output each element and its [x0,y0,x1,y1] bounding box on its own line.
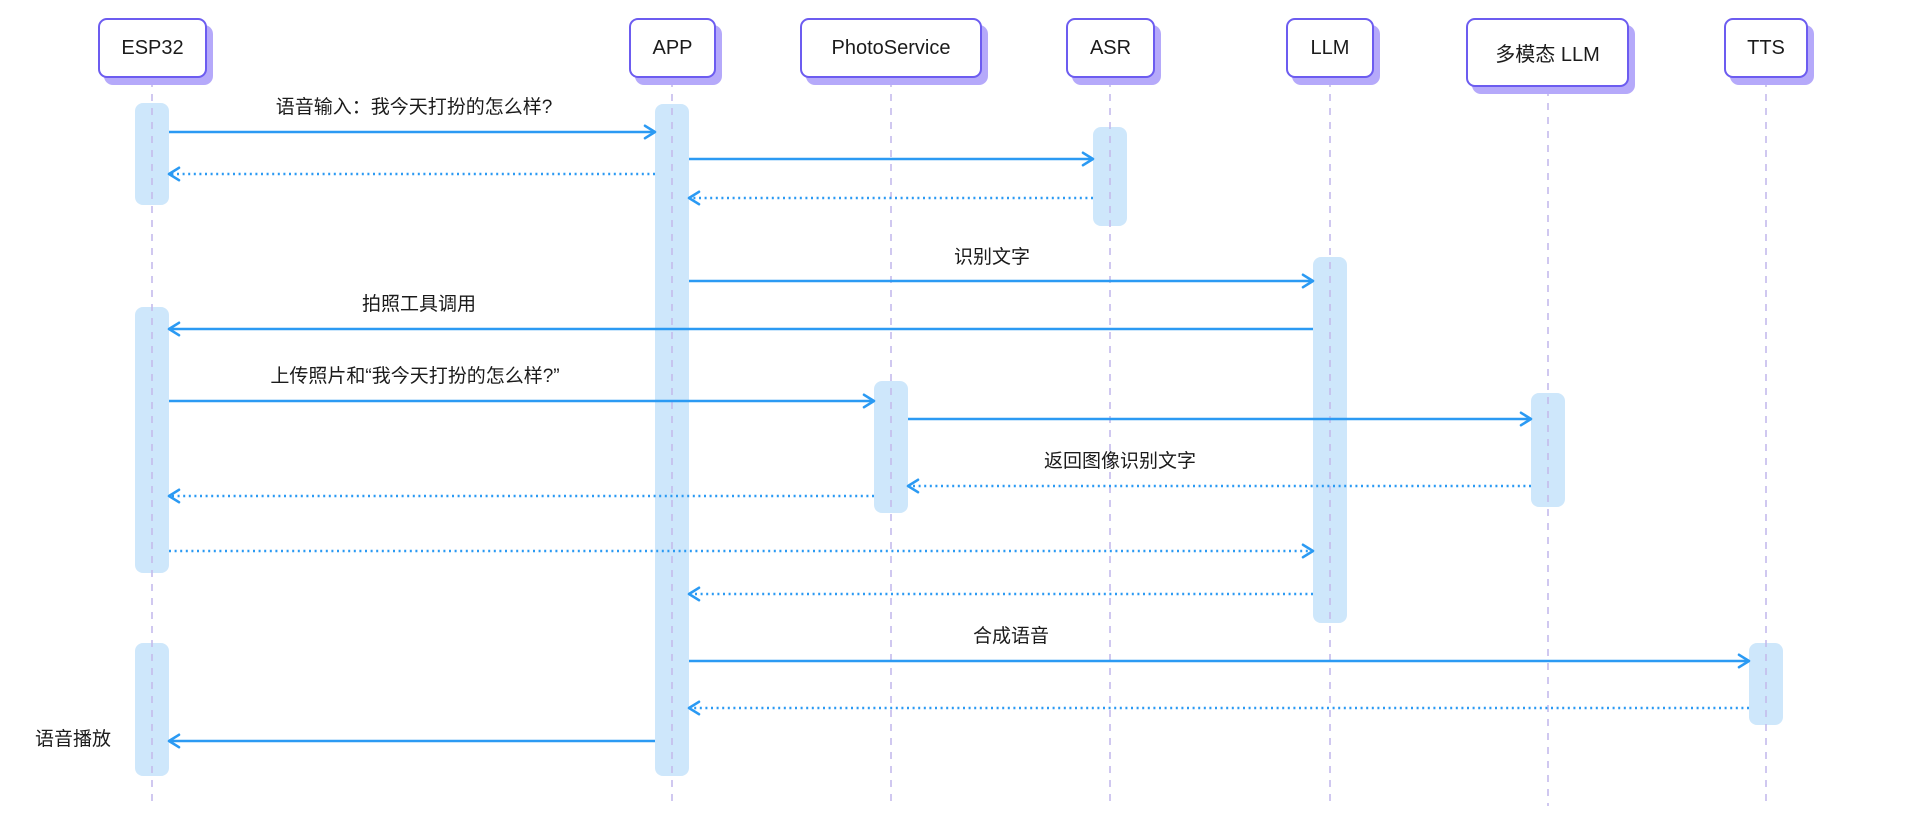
lifelines [151,80,1767,806]
activation-bar-app [655,104,689,776]
participant-asr-label: ASR [1089,36,1132,59]
activation-bar-esp32-3 [135,643,169,776]
participant-app: APP [629,18,716,78]
activation-bar-asr [1093,127,1127,226]
participant-llm: LLM [1286,18,1374,78]
participant-multimodal-llm: 多模态 LLM [1466,18,1629,87]
participant-esp32-label: ESP32 [121,36,184,59]
activation-bar-multimodal-llm [1531,393,1565,507]
message-5-label: 识别文字 [953,247,1031,268]
message-9-label: 返回图像识别文字 [1043,451,1197,472]
participant-app-label: APP [652,36,693,59]
activation-bars [135,103,1783,776]
participant-multimodal-llm-label: 多模态 LLM [1495,44,1600,66]
participant-esp32: ESP32 [98,18,207,78]
message-15-label: 语音播放 [34,729,112,750]
participant-llm-label: LLM [1310,36,1350,59]
participant-asr: ASR [1066,18,1155,78]
message-6-label: 拍照工具调用 [361,294,477,315]
activation-bar-esp32-2 [135,307,169,573]
message-arrows [167,124,1751,749]
message-13-label: 合成语音 [972,626,1050,647]
participant-photoservice: PhotoService [800,18,982,78]
activation-bar-llm [1313,257,1347,623]
message-1-label: 语音输入：我今天打扮的怎么样? [275,97,553,118]
message-7-label: 上传照片和“我今天打扮的怎么样?” [270,366,560,387]
participant-tts: TTS [1724,18,1808,78]
participant-photoservice-label: PhotoService [831,36,951,59]
participant-tts-label: TTS [1747,36,1785,59]
